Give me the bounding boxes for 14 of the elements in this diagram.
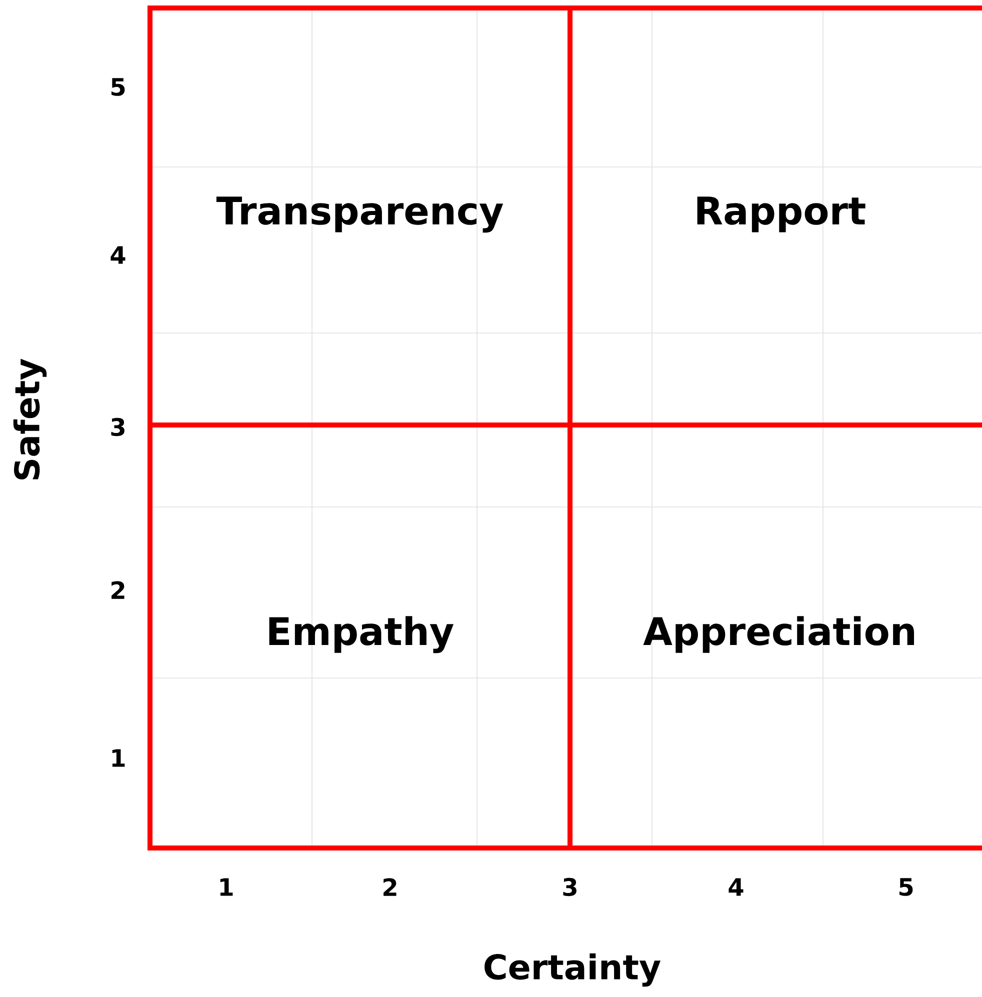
quadrant-box: Empathy: [148, 422, 572, 850]
tick-label: 5: [900, 878, 913, 896]
tick-label: 3: [111, 418, 124, 436]
tick-label: 5: [112, 78, 125, 96]
tick-label: 3: [563, 878, 576, 896]
axis-title: Certainty: [484, 953, 661, 987]
tick-label: 1: [112, 749, 125, 767]
tick-label: 4: [110, 246, 126, 264]
axis-title: Safety: [13, 358, 47, 480]
tick-label: 2: [112, 581, 124, 599]
tick-label: 1: [220, 878, 233, 896]
tick-label: 2: [384, 878, 396, 896]
quadrant-box: Transparency: [148, 6, 572, 428]
tick-label: 4: [728, 878, 744, 896]
